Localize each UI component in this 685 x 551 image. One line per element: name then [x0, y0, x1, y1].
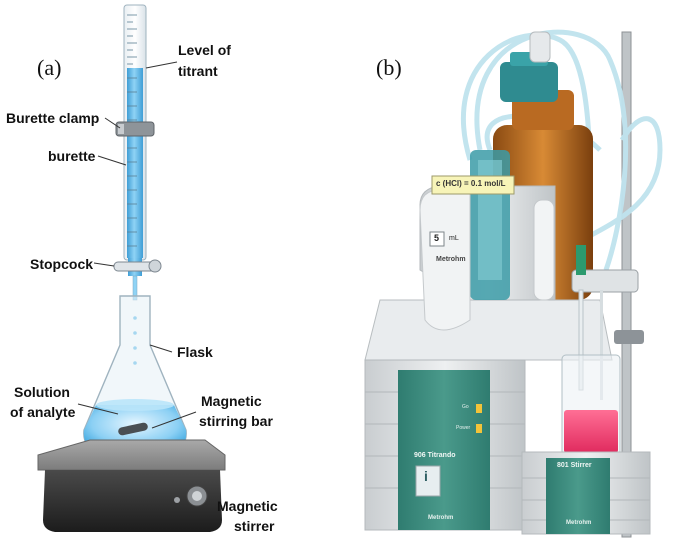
info-button-icon: i: [424, 468, 428, 484]
brand-label-titrator: Metrohm: [428, 515, 454, 521]
label-stirrer-line1: Magnetic: [217, 498, 278, 514]
label-stirrer-line2: stirrer: [234, 518, 275, 534]
burette-drawing: [113, 4, 162, 301]
titrator-photo-drawing: [364, 29, 663, 538]
label-stirring-bar-line1: Magnetic: [201, 393, 262, 409]
stirrer-name: 801 Stirrer: [557, 462, 592, 469]
label-stopcock: Stopcock: [30, 256, 94, 272]
volume-unit: mL: [449, 235, 459, 242]
titrator-name: 906 Titrando: [414, 452, 456, 459]
label-level-of-titrant-line1: Level of: [178, 42, 231, 58]
flask-drawing: [83, 295, 187, 453]
reagent-label: c (HCl) = 0.1 mol/L: [436, 179, 506, 188]
label-stirring-bar-line2: stirring bar: [199, 413, 273, 429]
panel-b-tag: (b): [376, 55, 402, 80]
label-level-of-titrant-line2: titrant: [178, 63, 218, 79]
label-solution-line1: Solution: [14, 384, 70, 400]
led-go-label: Go: [462, 404, 469, 410]
magnetic-stirrer-drawing: [37, 439, 226, 532]
label-solution-line2: of analyte: [10, 404, 76, 420]
label-flask: Flask: [177, 344, 213, 360]
leader-lines-a: [77, 61, 197, 429]
label-burette-clamp: Burette clamp: [6, 110, 100, 126]
brand-label-stirrer: Metrohm: [566, 520, 592, 526]
led-power-label: Power: [456, 425, 471, 431]
brand-label-top: Metrohm: [436, 256, 466, 263]
volume-label: 5: [434, 233, 440, 243]
panel-a-tag: (a): [37, 55, 62, 80]
label-burette: burette: [48, 148, 96, 164]
